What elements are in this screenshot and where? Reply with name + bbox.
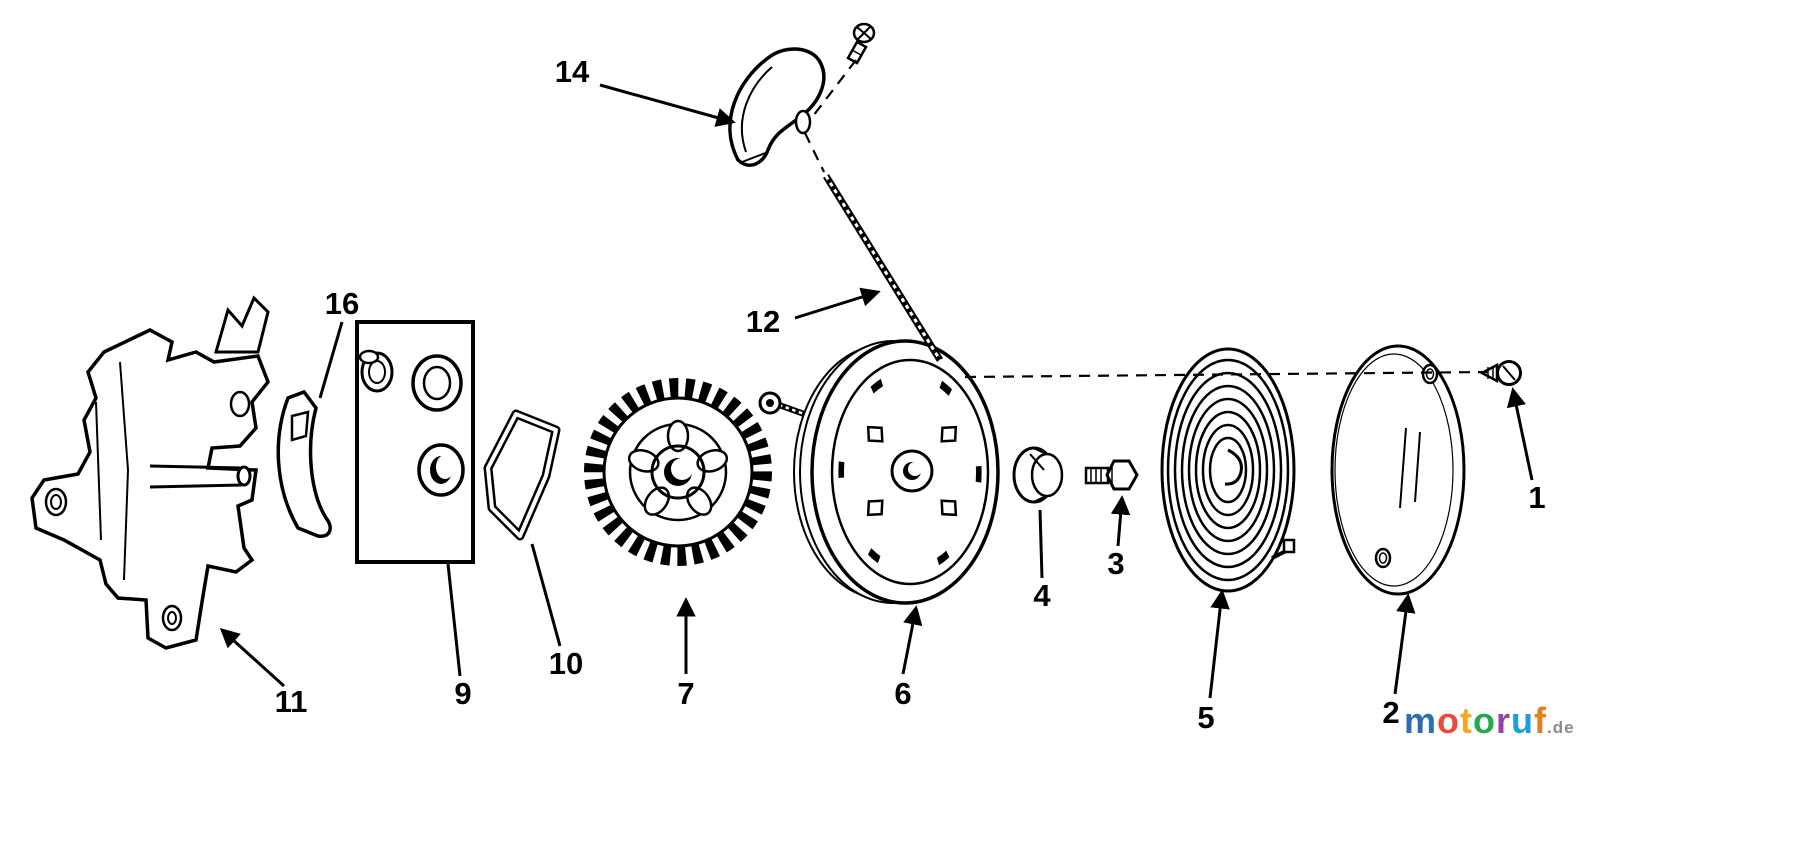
- part-label-5: 5: [1197, 700, 1214, 735]
- part-label-16: 16: [325, 286, 359, 321]
- starter-handle: [728, 47, 826, 167]
- part-label-12: 12: [746, 304, 780, 339]
- part-label-14: 14: [555, 54, 590, 89]
- part-labels: 14 12 16 11 9 10 7 6 4 3 5 2 1: [275, 54, 1546, 735]
- brand-suffix: .de: [1547, 718, 1575, 737]
- brand-letter: u: [1511, 700, 1535, 741]
- recoil-pulley: [793, 339, 1000, 605]
- brand-letter: f: [1534, 700, 1548, 741]
- part-label-11: 11: [275, 684, 308, 719]
- screw-right: [1479, 360, 1522, 386]
- starter-rope: [823, 174, 943, 362]
- wire-clip: [483, 409, 561, 541]
- part-label-7: 7: [677, 676, 694, 711]
- brand-letter: o: [1437, 700, 1461, 741]
- handle-screw: [846, 22, 876, 65]
- part-label-3: 3: [1107, 546, 1124, 581]
- brand-letter: m: [1404, 700, 1438, 741]
- part-label-9: 9: [454, 676, 471, 711]
- part-label-10: 10: [549, 646, 583, 681]
- retainer-cup: [1012, 446, 1064, 504]
- brand-letter: r: [1496, 700, 1512, 741]
- mounting-plate: [355, 320, 475, 564]
- assembly-axis-dashed: [804, 59, 1489, 379]
- part-label-1: 1: [1528, 480, 1545, 515]
- recoil-spring: [1160, 347, 1296, 593]
- starter-gear: [584, 378, 772, 566]
- bolt: [1084, 459, 1139, 491]
- brake-lever: [276, 389, 332, 538]
- part-label-4: 4: [1033, 578, 1051, 613]
- leader-lines: [219, 83, 1534, 699]
- part-label-2: 2: [1382, 695, 1399, 730]
- brand-letter: o: [1473, 700, 1497, 741]
- brand-letter: t: [1460, 700, 1474, 741]
- bracket-pin: [149, 464, 252, 489]
- brand-watermark: motoruf.de: [1404, 700, 1575, 742]
- cover-plate: [1330, 344, 1466, 596]
- part-label-6: 6: [894, 676, 911, 711]
- mounting-bracket: [30, 295, 270, 650]
